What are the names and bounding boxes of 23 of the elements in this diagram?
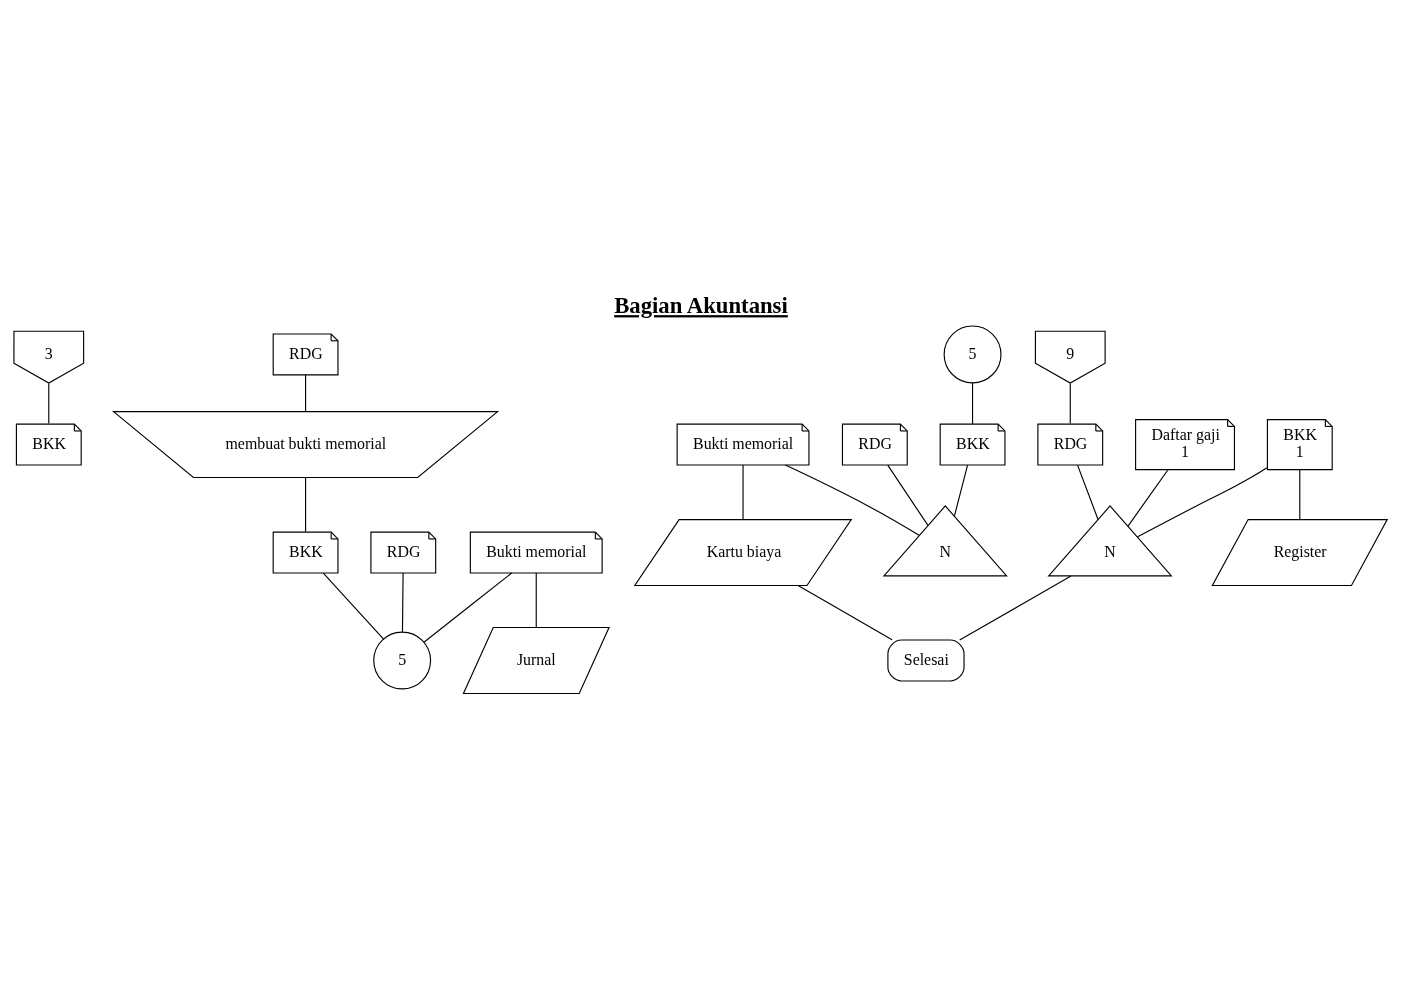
- connector: [1077, 464, 1099, 520]
- connector: [972, 382, 974, 425]
- connector: [959, 575, 1072, 641]
- connector: [423, 572, 513, 643]
- node-circle: 5: [943, 325, 1002, 384]
- connector: [1137, 467, 1268, 538]
- connector: [784, 464, 920, 536]
- connector: [742, 464, 744, 520]
- connector: [1127, 469, 1169, 527]
- connector: [48, 382, 50, 425]
- connector: [322, 572, 385, 640]
- node-box: Selesai: [887, 639, 965, 682]
- diagram-title: Bagian Akuntansi: [614, 293, 788, 319]
- node-circle: 5: [373, 631, 432, 690]
- connector: [953, 464, 969, 517]
- connector: [305, 477, 307, 533]
- connector: [535, 572, 537, 628]
- connector: [887, 464, 929, 526]
- connector: [1069, 382, 1071, 425]
- connector: [797, 585, 893, 641]
- connector: [401, 572, 404, 633]
- connector: [1299, 469, 1301, 521]
- connector: [305, 374, 307, 413]
